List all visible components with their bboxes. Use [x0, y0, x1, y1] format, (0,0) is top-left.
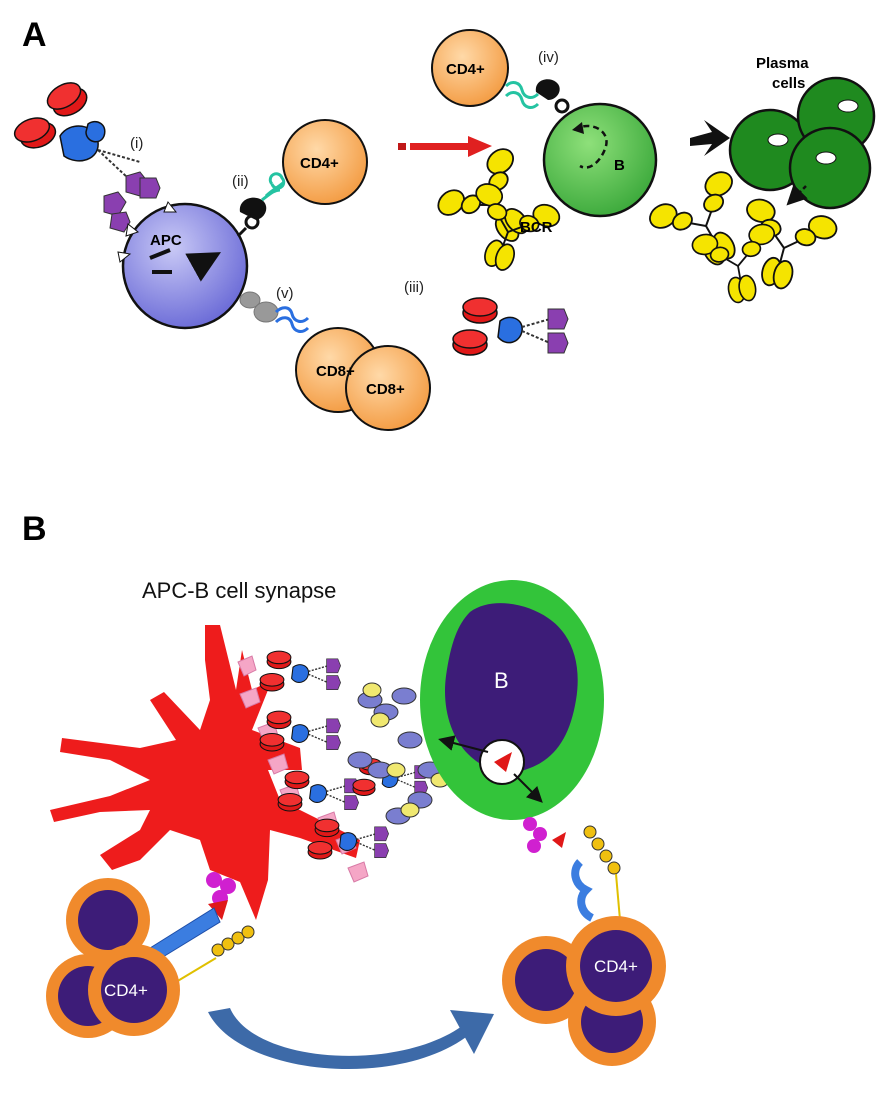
cd8-label-1: CD8+: [316, 363, 355, 380]
cd4-label-b-left: CD4+: [104, 981, 148, 1000]
plasma-cells: [728, 76, 876, 210]
cd4-cells-b-right: [502, 916, 666, 1066]
bcr-label: BCR: [520, 219, 553, 236]
mhc-ii-tcr-connector: [236, 172, 286, 238]
secreted-antibody-1: [644, 166, 767, 285]
step-iii-label: (iii): [404, 279, 424, 296]
cd4-label-a-top: CD4+: [446, 61, 485, 78]
cd4-label-a-left: CD4+: [300, 155, 339, 172]
plasma-label-2: cells: [772, 75, 805, 92]
curved-arrow: [208, 1008, 494, 1070]
b-cell-tcr-connector: [504, 79, 570, 114]
panel-a-letter: A: [22, 16, 47, 54]
b-cell-a: [542, 102, 658, 218]
plasma-label-1: Plasma: [756, 55, 809, 72]
step-v-label: (v): [276, 285, 294, 302]
mhc-i-tcr-connector: [239, 291, 310, 333]
b-cell-b: [420, 580, 604, 820]
cd4-cell-a-left: [282, 119, 368, 205]
cd4-label-b-right: CD4+: [594, 957, 638, 976]
right-synapse-molecules: [523, 817, 621, 922]
dendritic-cell: [50, 625, 360, 920]
synapse-yellow: [362, 682, 450, 818]
immune-complex-iii: [452, 297, 569, 356]
black-arrow: [690, 120, 730, 156]
synapse-title: APC-B cell synapse: [142, 578, 336, 603]
step-ii-label: (ii): [232, 173, 249, 190]
b-label-a: B: [614, 157, 625, 174]
b-label-b: B: [494, 668, 509, 693]
step-iv-label: (iv): [538, 49, 559, 66]
apc-cell: [117, 201, 249, 330]
step-i-label: (i): [130, 135, 143, 152]
panel-b-letter: B: [22, 510, 47, 548]
cd4-cells-b-left: [46, 878, 180, 1038]
left-synapse-molecules: [149, 872, 255, 983]
cd8-label-2: CD8+: [366, 381, 405, 398]
cd4-cell-a-top: [431, 29, 509, 107]
synapse-bcr: [347, 687, 443, 825]
secretion-arrow: [786, 184, 808, 206]
apc-label: APC: [150, 232, 182, 249]
red-arrow: [398, 136, 492, 157]
cd8-cells: [295, 327, 431, 431]
immune-complex-i: [13, 82, 161, 233]
